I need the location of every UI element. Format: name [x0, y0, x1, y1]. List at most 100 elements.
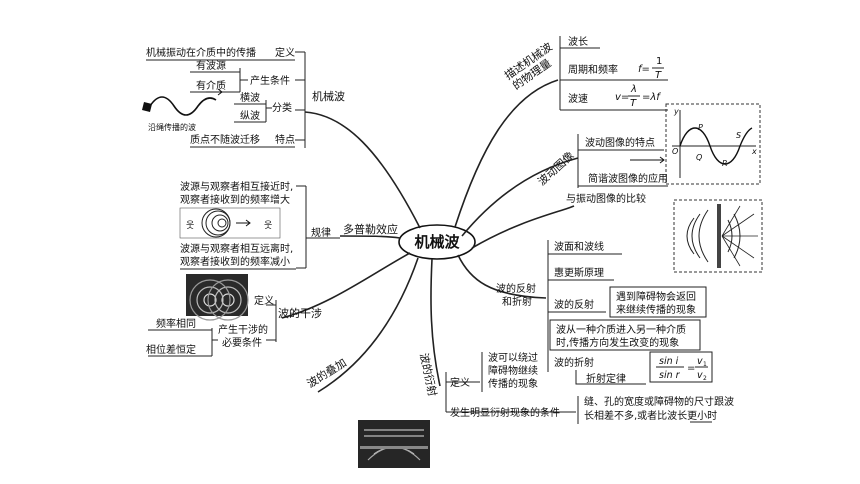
- doppler-illustration: 웃 웃: [179, 207, 281, 239]
- incident-wavefront: [691, 213, 701, 259]
- mech-def-label: 定义: [275, 46, 295, 59]
- refraction-desc-box: [549, 319, 701, 351]
- graph-item-3: 与振动图像的比较: [566, 192, 646, 205]
- doppler-wave-ring: [201, 208, 231, 238]
- diffraction-cond-2: 长相差不多,或者比波长更小时: [584, 409, 717, 422]
- wave-graph-x-label: x: [751, 147, 757, 156]
- diffraction-barrier: [360, 446, 428, 449]
- label-reflection-1: 波的反射: [496, 282, 536, 295]
- formula-f-num: 1: [656, 56, 662, 67]
- connector-quantities: [454, 79, 559, 228]
- mech-class-bracket: [234, 100, 272, 123]
- refraction-desc-2: 时,传播方向发生改变的现象: [556, 336, 679, 349]
- observer-figure-left: 웃: [186, 220, 194, 231]
- doppler-source-arrow: [236, 219, 251, 227]
- quantities-item-3: 波速: [568, 92, 588, 105]
- reflection-ray: [721, 205, 758, 267]
- refraction-desc-1: 波从一种介质进入另一种介质: [556, 323, 686, 336]
- formula-f-den: T: [655, 70, 662, 81]
- diffraction-def-label: 定义: [450, 376, 470, 389]
- formula-f-lhs: f=: [638, 64, 650, 75]
- label-interference: 波的干涉: [278, 306, 322, 320]
- interference-bracket: [266, 300, 277, 342]
- label-graph: 波动图像: [535, 149, 576, 188]
- diffraction-photo-frame: [358, 420, 430, 468]
- interference-ripple-ring: [196, 286, 224, 314]
- graph-bracket: [577, 134, 668, 188]
- doppler-wave-ring: [211, 214, 229, 232]
- mech-feature-label: 特点: [275, 134, 295, 146]
- reflection-desc-1: 遇到障碍物会返回: [616, 290, 696, 303]
- graph-arrow: [630, 156, 665, 164]
- quantities-item-1: 波长: [568, 35, 588, 48]
- reflection-label: 波的反射: [554, 298, 594, 311]
- quantities-item-2: 周期和频率: [568, 63, 618, 76]
- diffraction-cond-1: 缝、孔的宽度或障碍物的尺寸跟波: [584, 395, 734, 408]
- mech-class-item-1: 横波: [240, 91, 260, 104]
- wave-graph-point-r: R: [722, 159, 728, 168]
- mech-def-text: 机械振动在介质中的传播: [146, 46, 256, 59]
- connector-superposition: [317, 257, 419, 393]
- rope-hand: [142, 102, 152, 112]
- doppler-rule-label: 规律: [311, 226, 331, 239]
- label-doppler: 多普勒效应: [343, 222, 398, 236]
- connector-reflection: [457, 254, 547, 299]
- wave-graph-point-s: S: [736, 131, 741, 140]
- wave-graph-y-label: y: [673, 107, 679, 116]
- quantities-bracket: [559, 36, 668, 111]
- reflection-desc-box: [609, 286, 707, 318]
- reflection-huygens: 惠更斯原理: [554, 266, 604, 279]
- mech-class-label: 分类: [272, 101, 292, 114]
- refraction-label: 波的折射: [554, 356, 594, 369]
- graph-item-1: 波动图像的特点: [585, 136, 655, 149]
- law-eq: =: [687, 363, 695, 374]
- connector-interference: [281, 252, 411, 319]
- interference-ripple-ring: [221, 293, 235, 307]
- interference-ripple-ring: [189, 279, 231, 321]
- law-label: 折射定律: [586, 372, 626, 385]
- doppler-far-1: 波源与观察者相互远离时,: [180, 242, 293, 255]
- wave-graph-point-q: Q: [696, 153, 702, 162]
- center-title: 机械波: [414, 233, 460, 251]
- reflection-illustration: [673, 199, 763, 273]
- label-superposition: 波的叠加: [304, 355, 349, 390]
- connector-doppler: [339, 235, 401, 239]
- interference-cond-2: 必要条件: [222, 336, 262, 349]
- reflection-desc-2: 来继续传播的现象: [616, 303, 696, 316]
- law-den-rhs-sub: 2: [703, 375, 707, 382]
- law-num-rhs-sub: 1: [703, 361, 707, 368]
- interference-item-1: 频率相同: [156, 317, 196, 330]
- wave-graph-point-p: P: [698, 123, 703, 132]
- law-den-rhs: v: [697, 370, 703, 381]
- formula-v-num: λ: [630, 84, 637, 95]
- rope-caption: 沿绳传播的波: [148, 122, 196, 132]
- refraction-bracket: [575, 370, 646, 385]
- label-mechanical: 机械波: [312, 89, 345, 103]
- formula-v-den: T: [630, 98, 637, 109]
- interference-cond-bracket: [148, 328, 218, 357]
- diffraction-photo: [358, 420, 430, 468]
- mech-feature-text: 质点不随波迁移: [190, 133, 260, 146]
- reflection-wall: [717, 204, 721, 268]
- mech-cond-label: 产生条件: [250, 74, 290, 87]
- doppler-near-1: 波源与观察者相互接近时,: [180, 180, 293, 193]
- law-num-lhs: sin i: [659, 356, 679, 367]
- mech-cond-item-1: 有波源: [196, 59, 226, 72]
- diffraction-cond-label: 发生明显衍射现象的条件: [450, 406, 560, 419]
- interference-photo-frame: [186, 274, 248, 316]
- incident-wavefront: [686, 217, 695, 255]
- formula-v-lhs: v=: [615, 92, 629, 103]
- wave-graph-frame: [665, 103, 761, 185]
- law-den-lhs: sin r: [659, 370, 681, 381]
- rope-wave-illustration: [142, 88, 223, 116]
- interference-ripple-ring: [207, 279, 249, 321]
- interference-def-label: 定义: [254, 294, 274, 307]
- diffraction-def-3: 传播的现象: [488, 377, 538, 390]
- formula-v-rhs: =λf: [642, 92, 661, 103]
- interference-photo: [186, 274, 249, 321]
- center-node: [398, 224, 476, 260]
- law-num-rhs: v: [697, 356, 703, 367]
- interference-cond-1: 产生干涉的: [218, 323, 268, 336]
- diffraction-def-1: 波可以绕过: [488, 351, 538, 364]
- incident-wavefront: [698, 209, 709, 263]
